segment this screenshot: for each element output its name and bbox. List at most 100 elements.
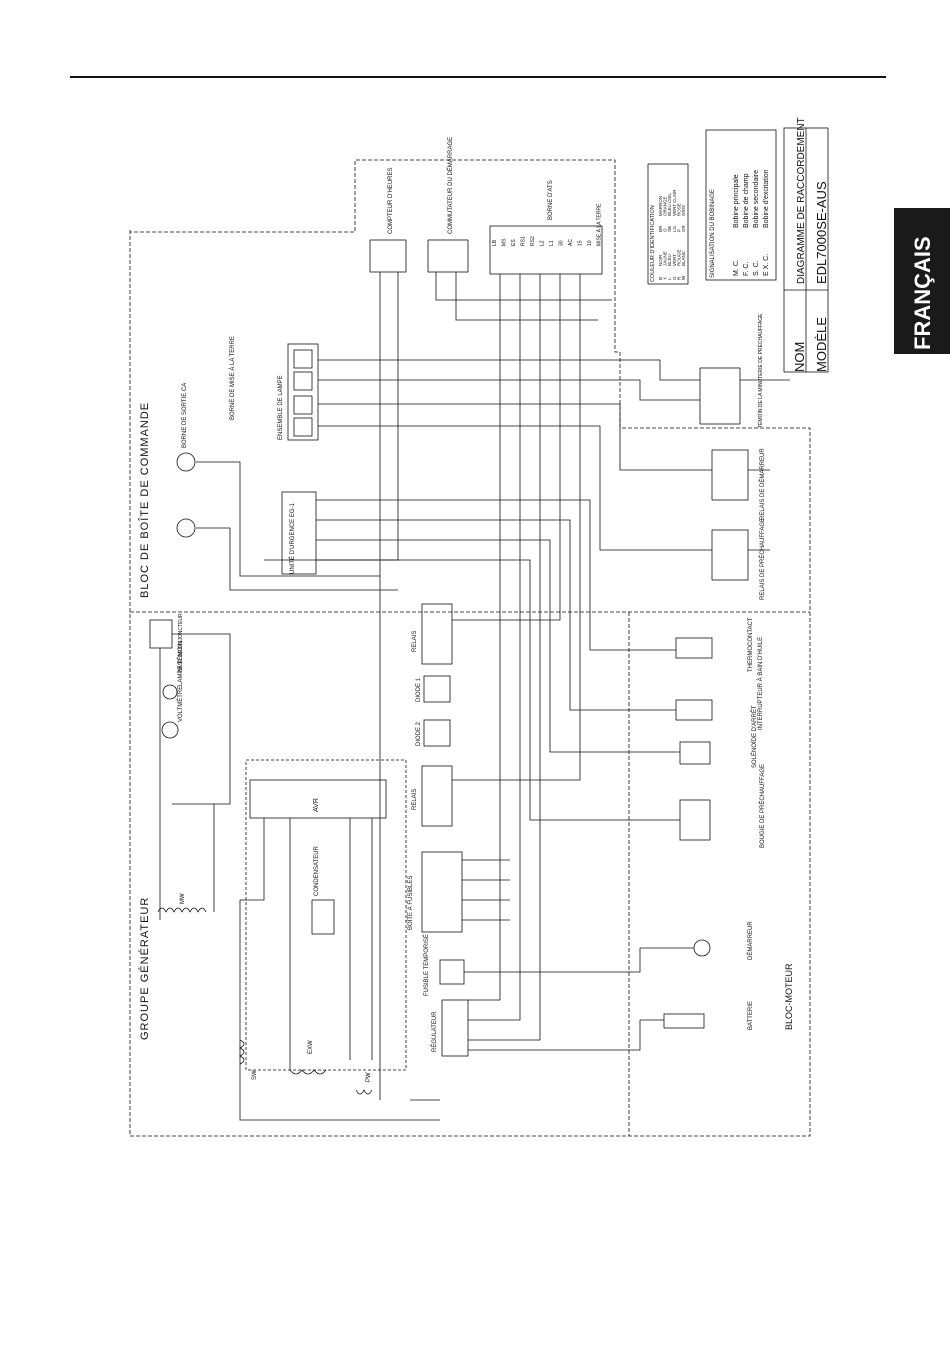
engine-title: BLOC-MOTEUR (784, 963, 794, 1030)
ats-terminal-3: RS1 (521, 236, 527, 246)
name-label: NOM (792, 342, 807, 372)
glow-timer-label: TÉMOIN DE LA MINUTERIE DE PRÉCHAUFFAGE (757, 313, 764, 428)
diode-2-box (423, 719, 451, 747)
ats-terminal-1: MS (502, 238, 508, 246)
avr-label: AVR (313, 798, 320, 812)
color-code: LG (672, 225, 677, 232)
regulator-label: RÉGULATEUR (431, 1011, 438, 1052)
fuse-box (421, 851, 463, 933)
color-code: G (672, 276, 677, 280)
color-name: GRIS (681, 205, 686, 216)
emergency-unit-label: UNITÉ D'URGENCE EG-1 (289, 503, 296, 574)
lamp-assembly-box (287, 343, 319, 441)
glow-relay-box (711, 529, 749, 581)
start-switch-label: COMMUTATEUR DU DÉMARRAGE (447, 137, 454, 234)
color-code: O (663, 228, 668, 232)
generator-frame-inner (245, 759, 407, 1071)
color-name: BLANC (681, 250, 686, 266)
pw-coil (355, 1089, 373, 1095)
color-name: MARRON (658, 196, 663, 216)
color-name: ORANGE (663, 196, 668, 216)
oil-switch-box (675, 699, 713, 721)
ats-terminal-9: 15 (578, 240, 584, 246)
exw-coil (289, 1069, 327, 1075)
diode-2-label: DIODE 2 (416, 721, 422, 746)
voltmeter-label: VOLTMÈTRE (177, 686, 184, 722)
color-name: VERT (672, 254, 677, 266)
slow-fuse-box (439, 959, 465, 985)
color-name: ROSE (676, 203, 681, 216)
ats-terminal-block (489, 225, 603, 275)
color-code: L (667, 277, 672, 280)
ats-terminal-11: MISE À LA TERRE (596, 203, 603, 246)
ats-terminal-7: 30 (559, 240, 565, 246)
glow-relay-label: RELAIS DE PRÉCHAUFFAGE (759, 518, 766, 600)
ats-terminal-2: ES (511, 239, 517, 246)
thermostat-box (675, 637, 713, 659)
color-code: B (658, 277, 663, 280)
stop-solenoid-box (679, 741, 711, 765)
sw-coil (239, 1039, 245, 1065)
model-label: MODÈLE (814, 317, 829, 372)
color-name: BLEU (667, 254, 672, 266)
color-code: W (681, 275, 686, 280)
start-switch-box (427, 239, 469, 273)
generator-title: GROUPE GÉNÉRATEUR (138, 897, 151, 1040)
color-name: JAUNE (663, 251, 668, 266)
color-table-title: COULEUR D'IDENTIFICATION (650, 205, 656, 282)
coil-name: Bobine principale (733, 174, 740, 228)
ats-terminal-label: BORNE D'ATS (548, 180, 554, 220)
breaker-box (149, 619, 173, 649)
battery-label: BATTERIE (748, 1001, 754, 1030)
glow-plug-label: BOUGIE DE PRÉCHAUFFAGE (759, 764, 766, 848)
name-value: DIAGRAMME DE RACCORDEMENT (796, 117, 807, 284)
regulator-box (441, 999, 469, 1057)
color-table (647, 163, 689, 285)
hour-meter-label: COMPTEUR D'HEURES (388, 168, 394, 234)
color-name: VERT CLAIR (672, 189, 677, 216)
coil-name: Bobine secondaire (753, 170, 760, 228)
ac-outlet-label: BORNE DE SORTIE CA (182, 383, 188, 448)
control-box-frame (129, 159, 811, 1137)
slow-fuse-label: FUSIBLE TEMPORISÉ (423, 934, 430, 996)
control-box-title: BLOC DE BOÎTE DE COMMANDE (138, 402, 151, 598)
coil-code: F. C. (743, 262, 750, 276)
avr-box (249, 779, 387, 819)
thermostat-label: THERMOCONTACT (748, 617, 754, 672)
pilot-lamp (162, 684, 178, 700)
color-code: R (676, 276, 681, 280)
ats-terminal-8: AC (568, 239, 574, 246)
ats-terminal-10: 10 (587, 240, 593, 246)
color-code: GR (681, 224, 686, 232)
glow-timer-box (699, 367, 741, 425)
coil-name: Bobine de champ (743, 173, 750, 228)
hour-meter-box (369, 239, 407, 273)
language-tab-label: FRANÇAIS (910, 236, 935, 350)
voltmeter (161, 721, 179, 739)
start-relay-label: RELAIS DE DÉMARREUR (759, 448, 766, 520)
relay-2-label: RELAIS (412, 789, 418, 810)
diode-1-label: DIODE 1 (416, 677, 422, 702)
coil-name: Bobine d'excitation (763, 169, 770, 228)
color-name: NOIR (658, 254, 663, 266)
lamp-assembly-label: ENSEMBLE DE LAMPE (278, 375, 284, 440)
coil-table (705, 129, 777, 281)
glow-plug-box (679, 799, 711, 841)
coil-code: E X. C. (763, 254, 770, 276)
battery-box (663, 1013, 705, 1029)
breaker-label: BASE DE DISJONCTEUR (178, 613, 184, 672)
diode-1-box (423, 675, 451, 703)
top-rule (70, 76, 886, 78)
emergency-unit-box (281, 491, 317, 575)
relay-2-box (421, 765, 453, 827)
color-name: ROUGE (676, 249, 681, 266)
mw-label: MW (180, 893, 186, 904)
relay-1-label: RELAIS (412, 631, 418, 652)
color-code: SB (667, 226, 672, 232)
color-code: P (676, 229, 681, 232)
ats-terminal-6: L1 (549, 240, 555, 246)
start-relay-box (711, 449, 749, 501)
ground-terminal-label: BORNE DE MISE À LA TERRE (229, 336, 236, 420)
ac-outlet-2 (176, 518, 196, 538)
